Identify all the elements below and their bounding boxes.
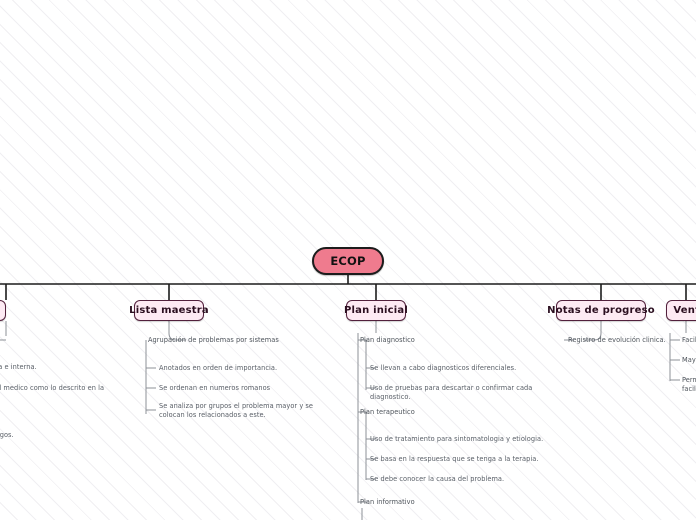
branch-node-lista-maestra[interactable]: Lista maestra	[129, 300, 209, 321]
leaf-label: Se llevan a cabo diagnosticos diferencia…	[370, 364, 517, 372]
leaf-label: Permit facilid	[682, 376, 696, 394]
leaf-label: Se analiza por grupos el problema mayor …	[159, 402, 314, 420]
branch-ventajas-subconnectors	[669, 321, 687, 381]
branch-node-label: Plan inicial	[344, 305, 409, 316]
branch-node-clipped-left[interactable]: as	[0, 300, 6, 321]
branch-node-label: Lista maestra	[129, 305, 209, 316]
branch-node-label: Ventaj	[673, 305, 696, 316]
leaf-label: Uso de pruebas para descartar o confirma…	[370, 384, 533, 402]
leaf-label: Se basa en la respuesta que se tenga a l…	[370, 455, 539, 463]
leaf-label: bidos por el medico como lo descrito en …	[0, 384, 105, 392]
root-node-ecop[interactable]: ECOP	[312, 247, 384, 275]
leaf-label: Se ordenan en numeros romanos	[159, 384, 271, 392]
leaf-label: neros arabigos.	[0, 431, 14, 439]
branch-node-notas-de-progreso[interactable]: Notas de progreso	[547, 300, 655, 321]
leaf-label: Mayor	[682, 356, 696, 364]
leaf-label: Anotados en orden de importancia.	[159, 364, 278, 372]
leaf-label: Facilit	[682, 336, 696, 344]
branch-node-label: Notas de progreso	[547, 305, 655, 316]
branch-plan-subconnectors	[357, 321, 377, 520]
leaf-label: tancia.	[0, 410, 42, 419]
leaf-label: blemas	[0, 336, 32, 345]
leaf-label: Agrupación de problemas por sistemas	[148, 336, 279, 344]
branch-node-label: as	[0, 305, 1, 316]
root-connectors	[0, 275, 696, 300]
branch-node-plan-inicial[interactable]: Plan inicial	[344, 300, 409, 321]
leaf-label: Plan diagnostico	[360, 336, 415, 344]
root-node-label: ECOP	[330, 254, 366, 268]
branch-node-ventajas[interactable]: Ventaj	[666, 300, 696, 321]
leaf-label: Se debe conocer la causa del problema.	[370, 475, 505, 483]
leaf-label: Plan informativo	[360, 498, 415, 506]
leaf-label: Plan terapeutico	[360, 408, 415, 416]
leaf-label: dad externa e interna.	[0, 363, 37, 371]
leaf-label: Uso de tratamiento para sintomatologia y…	[370, 435, 544, 443]
leaf-label: Registro de evolución clinica.	[568, 336, 666, 344]
